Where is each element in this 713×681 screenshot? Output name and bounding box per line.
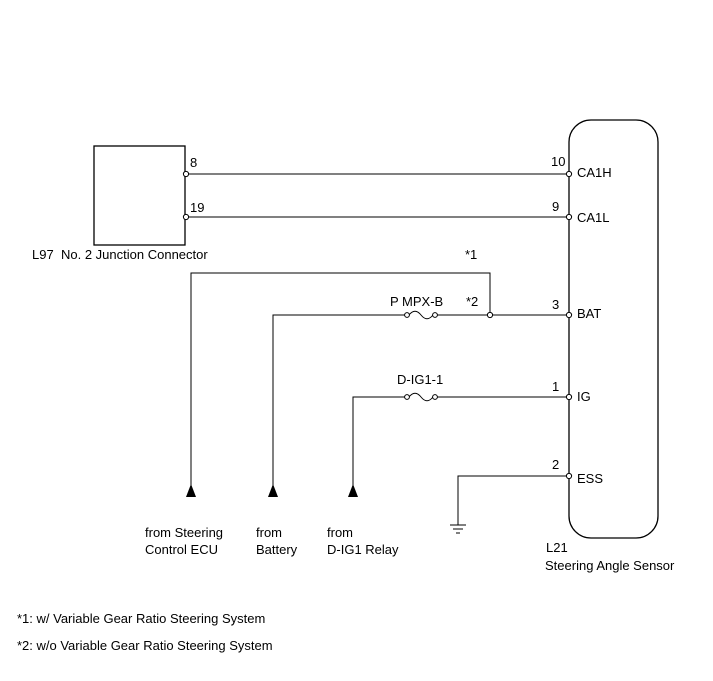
junction-code: L97 — [32, 247, 54, 262]
arrow-up-icon — [186, 484, 196, 497]
sensor-box — [568, 119, 659, 539]
source-steering-ecu-line2: Control ECU — [145, 542, 218, 557]
fuse-d-ig1-1-symbol — [408, 392, 434, 402]
wire-steering-ecu — [190, 272, 491, 490]
source-d-ig1-relay-line2: D-IG1 Relay — [327, 542, 399, 557]
sensor-pin-9-dot — [565, 213, 573, 221]
fuse-pmpx-b-left-dot — [404, 312, 410, 318]
sensor-pin-2: 2 — [552, 457, 559, 472]
junction-name: No. 2 Junction Connector — [61, 247, 208, 262]
fuse-pmpx-b-label: P MPX-B — [390, 294, 443, 309]
junction-pin-19-dot — [182, 213, 190, 221]
wire-battery — [272, 314, 405, 490]
sensor-name: Steering Angle Sensor — [545, 558, 675, 573]
mark-2: *2 — [466, 294, 478, 309]
fuse-d-ig1-1-right-dot — [432, 394, 438, 400]
junction-connector: 8 19 L97 No. 2 Junction Connector — [32, 145, 208, 262]
sensor-pin-3: 3 — [552, 297, 559, 312]
steering-angle-sensor: L21 Steering Angle Sensor 10 CA1H 9 CA1L… — [545, 119, 675, 573]
sensor-pin-9: 9 — [552, 199, 559, 214]
source-d-ig1-relay-line1: from — [327, 525, 353, 540]
sensor-terminal-ig: IG — [577, 389, 591, 404]
fuse-d-ig1-1-label: D-IG1-1 — [397, 372, 443, 387]
junction-connector-box — [93, 145, 186, 246]
arrow-up-icon — [268, 484, 278, 497]
sensor-pin-2-dot — [565, 472, 573, 480]
sensor-pin-10: 10 — [551, 154, 565, 169]
sensor-pin-1: 1 — [552, 379, 559, 394]
sensor-code: L21 — [546, 540, 568, 555]
splice-dot — [486, 311, 494, 319]
sensor-terminal-ca1l: CA1L — [577, 210, 610, 225]
wire-d-ig1-relay — [352, 396, 405, 490]
ground-icon — [450, 524, 466, 534]
sensor-pin-1-dot — [565, 393, 573, 401]
sensor-terminal-ca1h: CA1H — [577, 165, 612, 180]
note-2: *2: w/o Variable Gear Ratio Steering Sys… — [17, 638, 273, 653]
junction-pin-8: 8 — [190, 155, 197, 170]
source-steering-ecu-line1: from Steering — [145, 525, 223, 540]
arrow-up-icon — [348, 484, 358, 497]
mark-1: *1 — [465, 247, 477, 262]
source-battery-line1: from — [256, 525, 282, 540]
wire-ess-ground — [457, 475, 569, 525]
sensor-pin-3-dot — [565, 311, 573, 319]
sensor-terminal-ess: ESS — [577, 471, 603, 486]
fuse-pmpx-b-symbol — [408, 310, 434, 320]
source-battery-line2: Battery — [256, 542, 298, 557]
junction-pin-8-dot — [182, 170, 190, 178]
sensor-terminal-bat: BAT — [577, 306, 601, 321]
fuse-d-ig1-1-left-dot — [404, 394, 410, 400]
note-1: *1: w/ Variable Gear Ratio Steering Syst… — [17, 611, 265, 626]
fuse-pmpx-b-right-dot — [432, 312, 438, 318]
junction-pin-19: 19 — [190, 200, 204, 215]
sensor-pin-10-dot — [565, 170, 573, 178]
